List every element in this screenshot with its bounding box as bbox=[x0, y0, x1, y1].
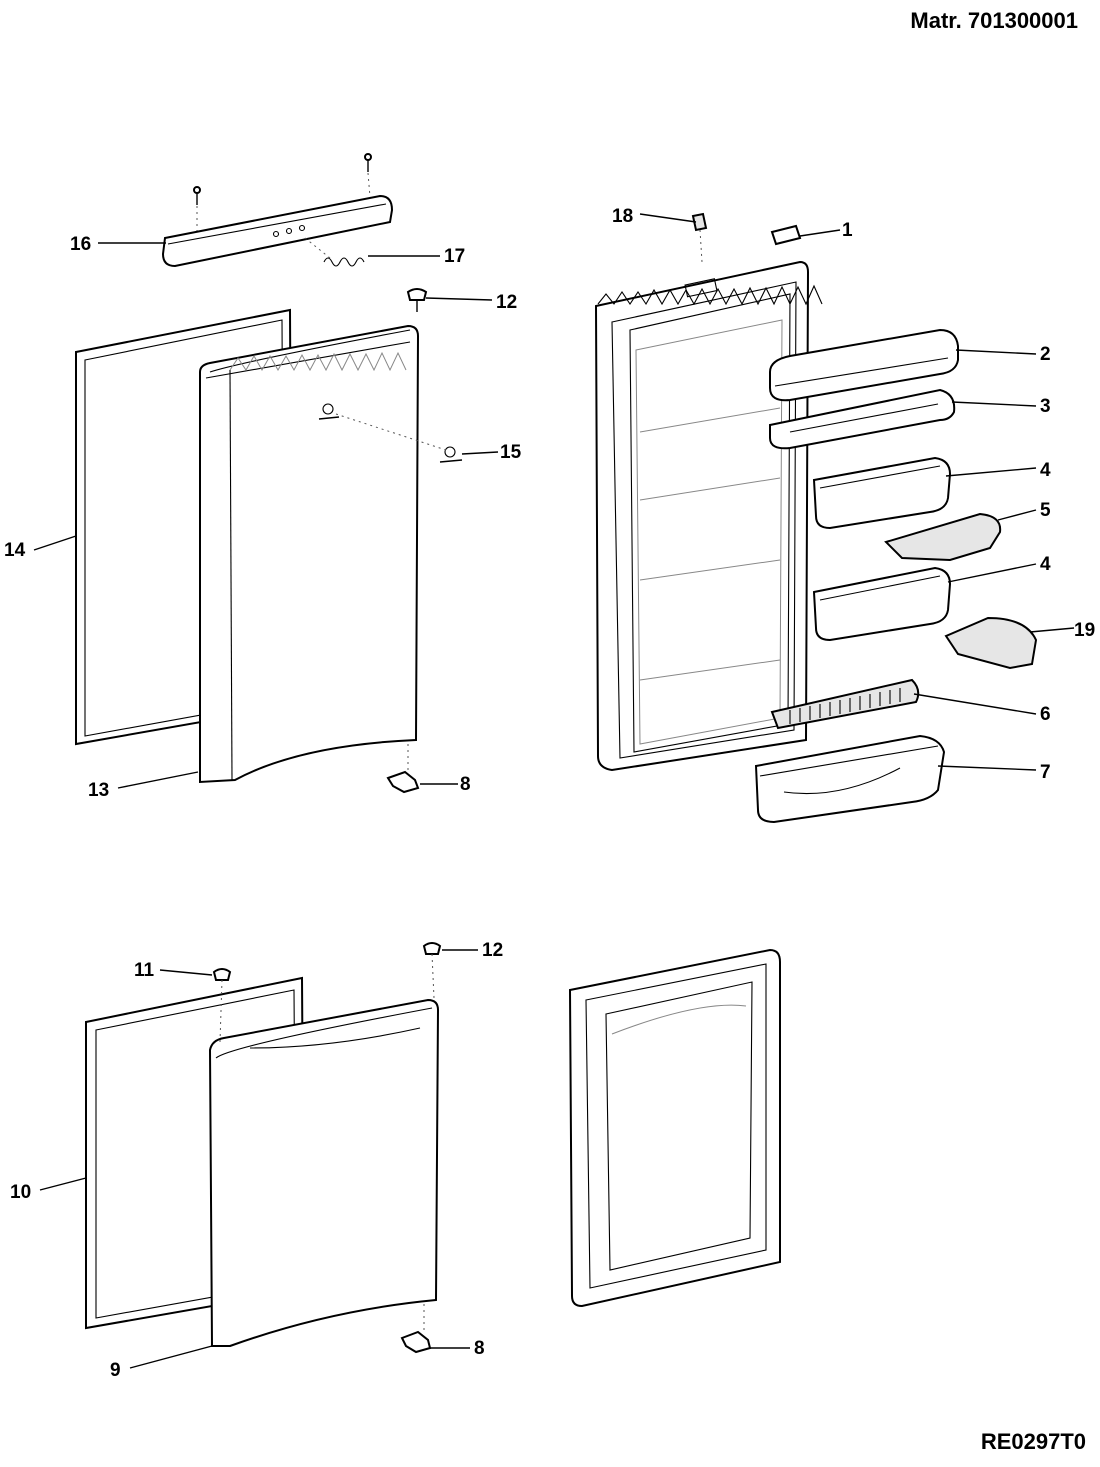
callout-9: 9 bbox=[110, 1360, 121, 1381]
logo-badge-a bbox=[318, 403, 340, 420]
callout-14: 14 bbox=[4, 540, 26, 561]
callout-12-lower: 12 bbox=[482, 940, 503, 961]
leader-lines bbox=[33, 213, 1075, 1369]
callout-3: 3 bbox=[1040, 396, 1051, 417]
callout-15: 15 bbox=[500, 442, 522, 463]
freezer-door-liner bbox=[568, 948, 781, 1308]
fridge-door-outer bbox=[199, 324, 420, 784]
hinge-bracket-lower bbox=[400, 1304, 432, 1354]
plug-lower-left bbox=[212, 968, 232, 1043]
freezer-door-outer bbox=[208, 998, 440, 1347]
callout-1: 1 bbox=[842, 220, 853, 241]
callout-18: 18 bbox=[612, 206, 633, 227]
logo-badge-b bbox=[439, 446, 463, 463]
callout-16: 16 bbox=[70, 234, 91, 255]
callout-4-upper: 4 bbox=[1040, 460, 1051, 481]
fridge-door-liner bbox=[594, 260, 823, 772]
top-screw-left bbox=[193, 186, 201, 232]
callout-5: 5 bbox=[1040, 500, 1051, 521]
callout-19: 19 bbox=[1074, 620, 1095, 641]
callout-6: 6 bbox=[1040, 704, 1051, 725]
callout-11: 11 bbox=[134, 960, 155, 981]
spring-part bbox=[323, 257, 365, 267]
bottle-retainer bbox=[770, 678, 920, 730]
door-bin-lower bbox=[812, 566, 952, 642]
door-top-cover bbox=[161, 194, 394, 268]
egg-tray bbox=[884, 512, 1002, 562]
callout-17: 17 bbox=[444, 246, 465, 267]
callout-2: 2 bbox=[1040, 344, 1051, 365]
bottle-shelf bbox=[754, 734, 946, 824]
dairy-compartment-lid bbox=[769, 328, 959, 402]
dairy-tray bbox=[769, 388, 956, 450]
hinge-plug-lower bbox=[422, 942, 442, 999]
liner-plug bbox=[691, 212, 708, 232]
callout-12-upper: 12 bbox=[496, 292, 517, 313]
top-screw-right bbox=[364, 153, 372, 198]
model-number: Matr. 701300001 bbox=[910, 8, 1078, 33]
callout-7: 7 bbox=[1040, 762, 1051, 783]
bottle-holder bbox=[944, 616, 1038, 670]
callout-8-upper: 8 bbox=[460, 774, 471, 795]
drawing-code: RE0297T0 bbox=[980, 1429, 1086, 1454]
top-clip bbox=[770, 224, 802, 246]
callout-13: 13 bbox=[88, 780, 109, 801]
hinge-bracket-upper bbox=[386, 744, 420, 794]
callout-8-lower: 8 bbox=[474, 1338, 485, 1359]
door-bin-upper bbox=[812, 456, 952, 530]
callout-10: 10 bbox=[10, 1182, 31, 1203]
hinge-plug-upper bbox=[406, 288, 428, 312]
callout-4-lower: 4 bbox=[1040, 554, 1051, 575]
